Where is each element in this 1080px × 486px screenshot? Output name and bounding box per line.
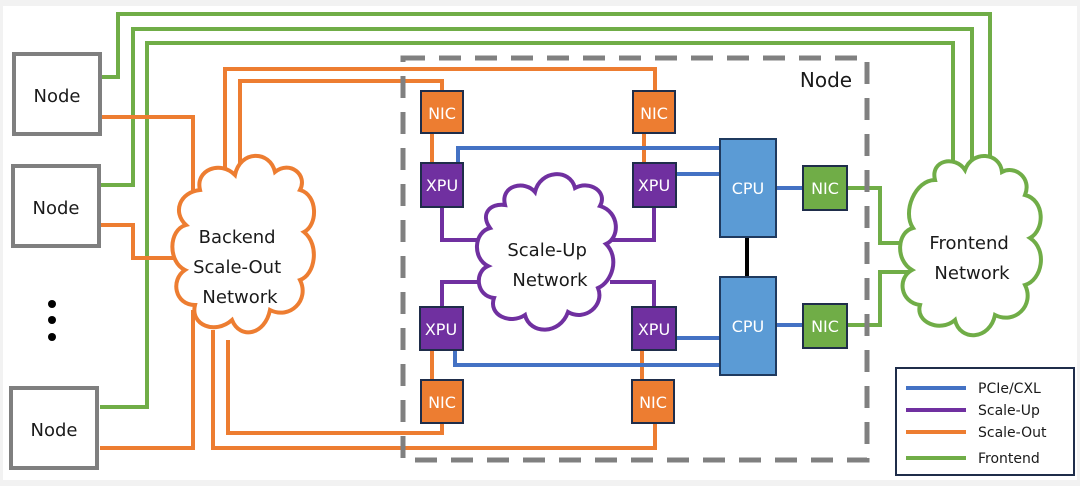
cpu-bottom-label: CPU [732,317,765,336]
scaleout-link-nic-bottom-right [211,330,657,450]
scaleout-link-nic-top-left [238,79,444,170]
backend-cloud: Backend Scale-Out Network [170,153,317,335]
legend-item-scaleout: Scale-Out [906,425,1047,441]
frontend-link-nic-bottom [848,270,915,327]
external-node-2-label: Node [33,198,80,219]
xpu-top-left-label: XPU [426,176,458,195]
cpu-bottom: CPU [719,276,777,376]
scaleout-links [100,67,657,450]
pcie-links [453,146,804,367]
scaleout-link-node1 [100,115,195,205]
cpu-top: CPU [719,138,777,238]
xpu-bottom-left-label: XPU [425,320,457,339]
pcie-link-xpu-bl-cpu [453,349,720,367]
legend-label-frontend: Frontend [978,451,1040,467]
backend-cloud-line3: Network [202,287,278,308]
xpu-bottom-right: XPU [631,306,677,351]
legend-item-scaleup: Scale-Up [906,403,1040,419]
svg-text:Frontend Network: Frontend Network [929,233,1014,284]
nic-top-left-label: NIC [428,104,456,123]
legend-label-scaleout: Scale-Out [978,425,1047,441]
scaleup-link-xpu-tr [610,207,656,242]
xpu-top-left: XPU [420,162,464,208]
frontend-links [100,12,992,409]
backend-cloud-shape [170,153,317,335]
frontend-cloud-line2: Network [934,263,1010,284]
scaleout-link-nic-top-right [223,67,657,177]
cpu-top-label: CPU [732,179,765,198]
nic-top-right: NIC [632,90,676,134]
ellipsis-icon [48,300,56,341]
legend-item-pcie: PCIe/CXL [906,381,1041,397]
xpu-top-right-label: XPU [638,176,670,195]
scaleup-cloud: Scale-Up Network [475,172,618,332]
frontend-link-nic-top [848,186,915,245]
scaleup-cloud-line2: Network [512,270,588,291]
scaleout-link-node2 [100,223,175,260]
nic-front-top: NIC [802,165,848,211]
scaleup-cloud-shape [475,172,618,332]
xpu-bottom-left: XPU [419,306,464,351]
scaleup-links [440,207,656,307]
external-node-3: Node [9,386,99,470]
backend-cloud-line2: Scale-Out [193,257,281,278]
nic-front-top-label: NIC [811,179,839,198]
scaleup-link-xpu-tl [440,207,490,242]
external-node-2: Node [11,164,101,248]
scaleout-link-nic-bottom-left [226,340,444,435]
external-node-3-label: Node [31,420,78,441]
nic-bottom-left: NIC [420,379,464,424]
external-node-1: Node [12,52,102,136]
legend-label-scaleup: Scale-Up [978,403,1040,419]
scaleout-link-node3 [100,310,195,450]
node-group-label: Node [800,68,852,92]
external-node-1-label: Node [34,86,81,107]
frontend-cloud: Frontend Network [898,154,1043,338]
scaleup-link-xpu-bl [440,280,490,307]
legend-label-pcie: PCIe/CXL [978,381,1041,397]
frontend-link-node1 [100,12,992,165]
pcie-link-xpu-tl-cpu [456,146,720,165]
xpu-top-right: XPU [632,162,677,208]
node-group-boundary [400,55,870,463]
legend-item-frontend: Frontend [906,451,1040,467]
legend: PCIe/CXL Scale-Up Scale-Out Frontend [895,367,1075,476]
frontend-link-node3 [100,41,955,409]
nic-bottom-right-label: NIC [639,393,667,412]
frontend-link-node2 [100,27,974,187]
xpu-bottom-right-label: XPU [638,320,670,339]
frontend-cloud-shape [898,154,1043,338]
nic-front-bottom: NIC [802,303,848,349]
nic-bottom-left-label: NIC [428,393,456,412]
frontend-cloud-line1: Frontend [929,233,1008,254]
backend-cloud-line1: Backend [199,227,276,248]
nic-bottom-right: NIC [631,379,675,424]
nic-top-left: NIC [420,90,464,134]
nic-top-right-label: NIC [640,104,668,123]
scaleup-cloud-line1: Scale-Up [507,240,587,261]
scaleup-link-xpu-br [610,280,656,307]
svg-text:Scale-Up Network: Scale-Up Network [507,240,592,291]
svg-text:Backend Scale-Out: Backend Scale-Out Network [193,227,287,308]
nic-front-bottom-label: NIC [811,317,839,336]
